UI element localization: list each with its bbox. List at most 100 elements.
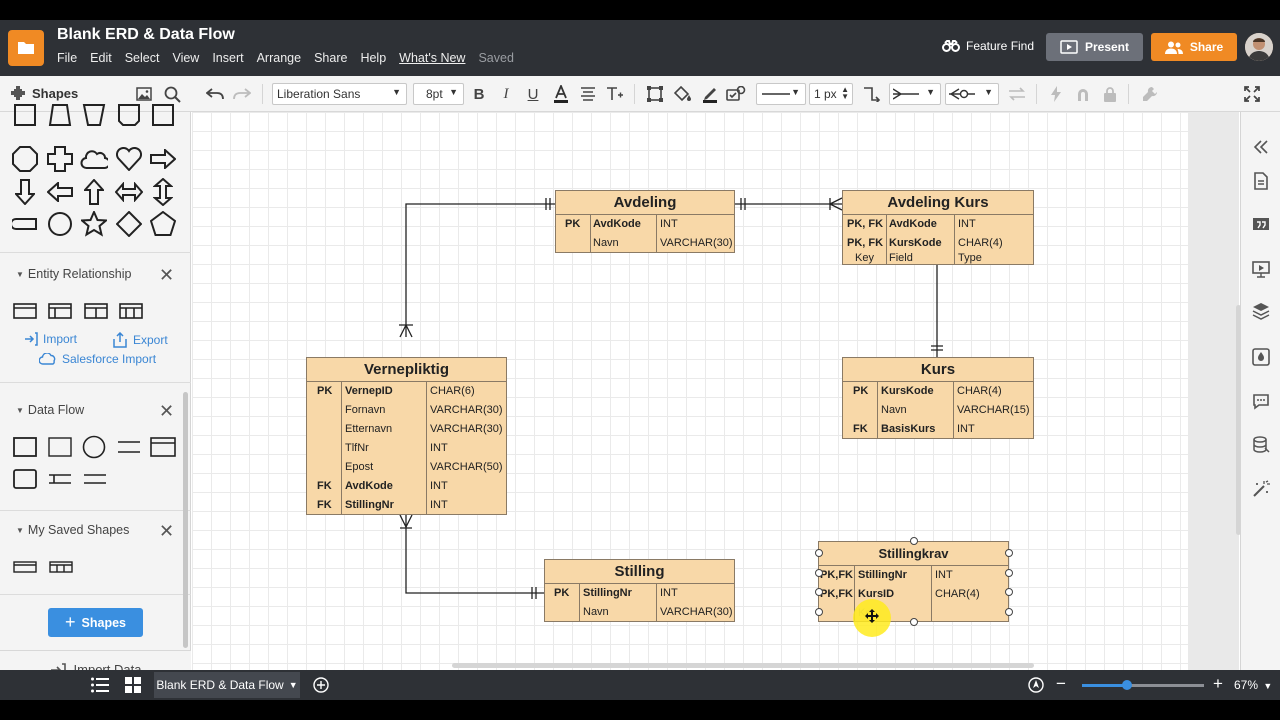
- documents-button[interactable]: [8, 30, 44, 66]
- presentation-icon[interactable]: [1252, 260, 1270, 278]
- table-row[interactable]: TlfNr INT: [307, 439, 506, 458]
- rounded-process-shape-icon[interactable]: [8, 462, 42, 496]
- shape-box[interactable]: [112, 98, 146, 132]
- layers-icon[interactable]: [1252, 302, 1270, 320]
- cross-shape-icon[interactable]: [43, 142, 77, 176]
- line-width-select[interactable]: 1 px ▲▼: [809, 83, 853, 105]
- lightning-icon[interactable]: [1045, 76, 1067, 112]
- font-family-select[interactable]: Liberation Sans ▼: [272, 83, 407, 105]
- table-row[interactable]: PK VernepID CHAR(6): [307, 382, 506, 401]
- pentagon-shape-icon[interactable]: [146, 207, 180, 241]
- menu-help[interactable]: Help: [360, 51, 387, 65]
- user-avatar[interactable]: [1245, 33, 1273, 61]
- close-icon[interactable]: ✕: [159, 401, 175, 421]
- zoom-in-button[interactable]: +: [1213, 674, 1223, 693]
- line-start-select[interactable]: ▼: [889, 83, 941, 105]
- open-store-shape-icon[interactable]: [43, 462, 77, 496]
- entity-4-col-shape-icon[interactable]: [114, 294, 148, 328]
- table-row[interactable]: FK AvdKode INT: [307, 477, 506, 496]
- navigation-compass-icon[interactable]: [1028, 677, 1044, 693]
- feature-find-button[interactable]: Feature Find: [942, 39, 1034, 53]
- share-button[interactable]: Share: [1151, 33, 1237, 61]
- entity-stilling[interactable]: Stilling PK StillingNr INT Navn VARCHAR(…: [544, 559, 735, 622]
- text-options-button[interactable]: [604, 76, 626, 112]
- arrow-up-shape-icon[interactable]: [77, 175, 111, 209]
- salesforce-import-link[interactable]: Salesforce Import: [39, 352, 156, 366]
- bold-button[interactable]: B: [473, 85, 485, 103]
- arrow-up-down-shape-icon[interactable]: [146, 175, 180, 209]
- fill-color-button[interactable]: [672, 76, 694, 112]
- menu-file[interactable]: File: [57, 51, 78, 65]
- shape-hexagon-flat[interactable]: [77, 98, 111, 132]
- entity-kurs[interactable]: Kurs PK KursKode CHAR(4) Navn VARCHAR(15…: [842, 357, 1034, 439]
- entity-relationship-section-header[interactable]: ▼ Entity Relationship: [16, 267, 131, 281]
- entity-vernepliktig[interactable]: Vernepliktig PK VernepID CHAR(6) Fornavn…: [306, 357, 507, 515]
- data-store-shape-icon[interactable]: [112, 430, 146, 464]
- star-shape-icon[interactable]: [77, 207, 111, 241]
- table-row[interactable]: PK KursKode CHAR(4): [843, 382, 1033, 401]
- menu-insert[interactable]: Insert: [212, 51, 244, 65]
- present-button[interactable]: Present: [1046, 33, 1143, 61]
- table-row[interactable]: PK AvdKode INT: [556, 215, 734, 234]
- zoom-slider-handle[interactable]: [1122, 680, 1133, 690]
- saved-entity-shape-icon[interactable]: [8, 550, 42, 584]
- close-icon[interactable]: ✕: [159, 521, 175, 541]
- underline-button[interactable]: U: [527, 85, 539, 103]
- close-icon[interactable]: ✕: [159, 265, 175, 285]
- arrow-down-shape-icon[interactable]: [8, 175, 42, 209]
- menu-select[interactable]: Select: [124, 51, 160, 65]
- table-row[interactable]: PK,FK StillingNr INT: [819, 566, 1008, 585]
- entity-1-col-shape-icon[interactable]: [8, 294, 42, 328]
- table-row[interactable]: Fornavn VARCHAR(30): [307, 401, 506, 420]
- my-saved-shapes-section-header[interactable]: ▼ My Saved Shapes: [16, 523, 129, 537]
- arrow-right-shape-icon[interactable]: [146, 142, 180, 176]
- entity-2-col-shape-icon[interactable]: [43, 294, 77, 328]
- diagram-canvas[interactable]: Avdeling PK AvdKode INT Navn VARCHAR(30)…: [192, 112, 1188, 670]
- line-color-button[interactable]: [699, 76, 721, 112]
- redo-icon[interactable]: [231, 76, 253, 112]
- comment-icon[interactable]: [1252, 392, 1270, 410]
- connector-style-button[interactable]: [861, 76, 883, 112]
- document-title[interactable]: Blank ERD & Data Flow: [57, 26, 235, 43]
- add-shapes-button[interactable]: + Shapes: [48, 608, 143, 637]
- shape-rect-rounded[interactable]: [8, 98, 42, 132]
- image-icon[interactable]: [134, 76, 154, 112]
- table-row[interactable]: PK, FK AvdKode INT: [843, 215, 1033, 234]
- export-link[interactable]: Export: [112, 332, 168, 348]
- zoom-level-select[interactable]: 67% ▼: [1234, 678, 1272, 692]
- format-painter-button[interactable]: [725, 76, 747, 112]
- octagon-shape-icon[interactable]: [8, 142, 42, 176]
- shape-block[interactable]: [146, 98, 180, 132]
- heart-shape-icon[interactable]: [112, 142, 146, 176]
- entity-stillingkrav[interactable]: Stillingkrav PK,FK StillingNr INT PK,FK …: [818, 541, 1009, 622]
- quote-icon[interactable]: [1252, 216, 1270, 234]
- add-page-icon[interactable]: [313, 677, 329, 693]
- table-row[interactable]: Key Field Type: [843, 251, 1033, 265]
- parallel-lines-shape-icon[interactable]: [78, 462, 112, 496]
- import-link[interactable]: Import: [24, 332, 77, 346]
- wrench-icon[interactable]: [1139, 76, 1161, 112]
- shape-border-button[interactable]: [644, 76, 666, 112]
- process-circle-shape-icon[interactable]: [77, 430, 111, 464]
- magic-wand-icon[interactable]: [1252, 480, 1270, 498]
- grid-view-icon[interactable]: [125, 677, 141, 693]
- cloud-shape-icon[interactable]: [77, 142, 111, 176]
- menu-share[interactable]: Share: [314, 51, 348, 65]
- callout-shape-icon[interactable]: [8, 207, 42, 241]
- menu-edit[interactable]: Edit: [90, 51, 112, 65]
- table-row[interactable]: PK, FK KursKode CHAR(4): [843, 234, 1033, 253]
- arrow-left-shape-icon[interactable]: [43, 175, 77, 209]
- table-row[interactable]: Epost VARCHAR(50): [307, 458, 506, 477]
- line-style-select[interactable]: ▼: [756, 83, 806, 105]
- italic-button[interactable]: I: [503, 85, 509, 102]
- fullscreen-icon[interactable]: [1241, 76, 1263, 112]
- process-square-shape-icon[interactable]: [8, 430, 42, 464]
- shape-trapezoid[interactable]: [43, 98, 77, 132]
- circle-shape-icon[interactable]: [43, 207, 77, 241]
- table-row[interactable]: Navn VARCHAR(30): [545, 603, 734, 622]
- page-tab[interactable]: Blank ERD & Data Flow ▼: [154, 672, 300, 698]
- collapse-panel-icon[interactable]: [1252, 138, 1270, 156]
- shapes-panel-header[interactable]: Shapes: [10, 85, 78, 101]
- menu-arrange[interactable]: Arrange: [256, 51, 302, 65]
- magnet-icon[interactable]: [1072, 76, 1094, 112]
